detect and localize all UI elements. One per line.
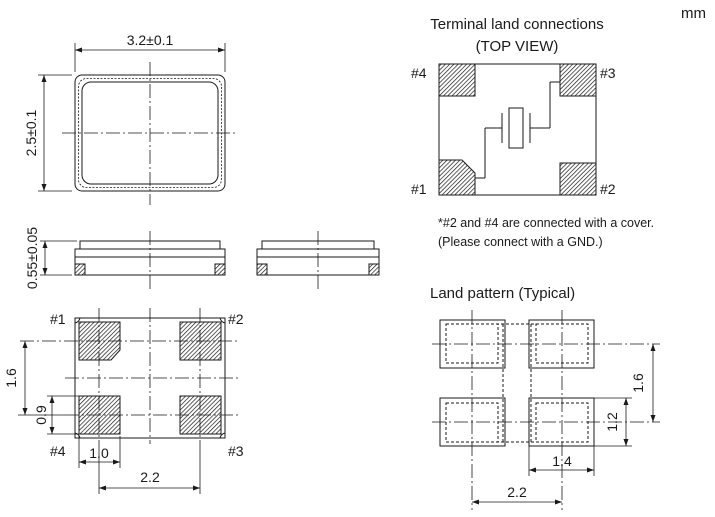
bottom-pin-3-label: #3 [228,443,244,459]
bottom-pad-h-label: 0.9 [33,405,49,425]
side-view-end [256,231,380,292]
land-pattern-title: Land pattern (Typical) [430,285,575,302]
terminal-pad-2 [559,162,597,196]
terminal-note-2: (Please connect with a GND.) [438,235,603,249]
side-terminal-left [74,263,86,276]
terminal-pin-3-label: #3 [600,65,616,81]
land-pitch-h-label: 2.2 [507,484,527,500]
terminal-pad-3 [559,63,597,97]
land-pad-h-label: 1.2 [604,412,620,432]
side-end-terminal-right [368,263,380,276]
top-view: 3.2±0.1 2.5±0.1 [23,32,238,205]
terminal-note-1: *#2 and #4 are connected with a cover. [438,216,654,230]
width-dim-label: 3.2±0.1 [127,32,174,48]
terminal-pad-1 [438,159,476,196]
thickness-dim-label: 0.55±0.05 [24,227,40,289]
land-pattern: Land pattern (Typical) 1.6 1.2 1. [430,285,660,510]
land-pitch-v-label: 1.6 [630,373,646,393]
terminal-pin-4-label: #4 [411,65,427,81]
bottom-pin-1-label: #1 [50,311,66,327]
side-terminal-right [214,263,226,276]
terminal-pin-1-label: #1 [411,181,427,197]
terminal-subtitle: (TOP VIEW) [476,38,559,55]
bottom-pin-2-label: #2 [228,311,244,327]
land-pad-br [528,397,595,447]
bottom-view: #1 #2 #3 #4 1.6 0.9 1.0 2.2 [3,308,244,494]
bottom-pitch-h-label: 2.2 [140,469,160,485]
bottom-pin-4-label: #4 [50,443,66,459]
crystal-symbol [475,81,560,179]
land-pad-w-label: 1.4 [552,453,572,469]
unit-label: mm [681,5,706,22]
height-dim-label: 2.5±0.1 [23,109,39,156]
terminal-pad-4 [438,63,476,97]
terminal-connections: Terminal land connections (TOP VIEW) #4 … [411,16,654,249]
side-view-front: 0.55±0.05 [24,227,226,292]
bottom-pitch-v-label: 1.6 [3,368,19,388]
terminal-pin-2-label: #2 [600,181,616,197]
terminal-title: Terminal land connections [430,16,603,33]
side-end-terminal-left [256,263,268,276]
